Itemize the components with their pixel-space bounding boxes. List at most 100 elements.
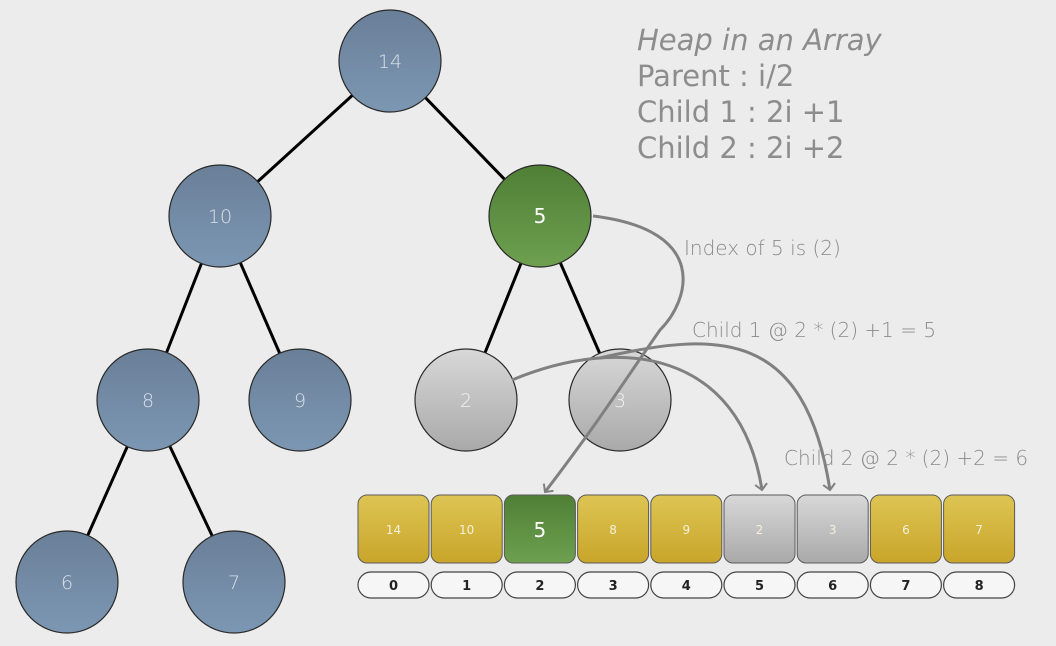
arrow-to-index-5 <box>511 355 768 492</box>
tree-node-label: 2 <box>460 390 472 412</box>
array-index-1: 1 <box>430 571 503 599</box>
array-cell-2: 5 <box>503 494 576 564</box>
tree-edge-n14-n10 <box>256 94 354 183</box>
tree-node-3: 3 <box>568 348 672 452</box>
tree-node-circle <box>96 348 200 452</box>
array-cell-value: 7 <box>975 523 983 537</box>
array-index-3: 3 <box>576 571 650 599</box>
heap-info-panel: Heap in an Array Parent : i/2 Child 1 : … <box>637 22 882 166</box>
array-cell-6: 3 <box>796 494 869 564</box>
tree-node-label: 10 <box>208 206 232 228</box>
tree-node-circle <box>182 530 286 634</box>
array-cell-4: 9 <box>650 494 723 564</box>
tree-node-label: 3 <box>614 390 626 412</box>
array-cell-value: 14 <box>386 523 401 537</box>
array-index-4: 4 <box>650 571 723 599</box>
array-cell-8: 7 <box>943 494 1016 564</box>
array-index-label: 5 <box>755 579 764 594</box>
tree-node-circle <box>248 348 352 452</box>
arrow-to-index-6 <box>599 342 836 492</box>
array-cell-5: 2 <box>723 494 796 564</box>
array-index-pill <box>723 571 796 599</box>
tree-node-label: 9 <box>294 390 306 412</box>
array-index-8: 8 <box>942 571 1016 599</box>
tree-node-circle <box>414 348 518 452</box>
tree-edges <box>86 94 602 537</box>
array-index-label: 6 <box>828 579 837 594</box>
tree-edge-n10-n9 <box>238 262 282 354</box>
tree-node-5: 5 <box>488 164 592 268</box>
tree-node-circle <box>168 164 272 268</box>
array-index-7: 7 <box>869 571 943 599</box>
index-arrows <box>511 214 836 494</box>
tree-edge-n5-n2 <box>483 262 523 354</box>
array-cell-1: 10 <box>430 494 503 564</box>
tree-node-circle <box>488 164 592 268</box>
array-cell-7: 6 <box>869 494 942 564</box>
tree-node-label: 6 <box>61 572 73 594</box>
info-title: Heap in an Array <box>637 23 882 57</box>
array-cell-box <box>430 494 503 564</box>
tree-node-label: 7 <box>228 572 240 594</box>
tree-node-circle <box>338 9 442 113</box>
tree-node-9: 9 <box>248 348 352 452</box>
array-index-label: 0 <box>389 579 398 594</box>
tree-node-14: 14 <box>338 9 442 113</box>
tree-edge-n14-n5 <box>424 96 506 181</box>
array-index-label: 4 <box>682 579 691 594</box>
array-cell-value: 3 <box>829 523 837 537</box>
tree-edge-n5-n3 <box>558 262 602 354</box>
tree-node-7: 7 <box>182 530 286 634</box>
arrow-to-index-2 <box>542 214 685 494</box>
array-index-label: 2 <box>535 579 544 594</box>
array-index-pill <box>576 571 650 599</box>
array-index-6: 6 <box>796 571 869 599</box>
tree-node-label: 8 <box>142 390 154 412</box>
array-cell-3: 8 <box>577 494 650 564</box>
child1-note: Child 1 @ 2 * (2) +1 = 5 <box>692 318 937 342</box>
array-index-pill <box>503 571 576 599</box>
array-cell-box <box>796 494 869 564</box>
array-cell-box <box>943 494 1016 564</box>
tree-node-6: 6 <box>15 530 119 634</box>
array-cell-box <box>869 494 942 564</box>
index-note: Index of 5 is (2) <box>684 236 841 260</box>
array-cell-value: 6 <box>902 523 910 537</box>
array-index-2: 2 <box>503 571 576 599</box>
info-child2-formula: Child 2 : 2i +2 <box>637 131 845 165</box>
array-index-pill <box>796 571 869 599</box>
array-cell-box <box>650 494 723 564</box>
array-index-5: 5 <box>723 571 796 599</box>
array-index-pill <box>650 571 723 599</box>
array-index-0: 0 <box>357 571 430 599</box>
tree-node-circle <box>15 530 119 634</box>
tree-edge-n8-n7 <box>168 445 214 537</box>
array-index-label: 3 <box>609 579 618 594</box>
array-cell-value: 10 <box>459 523 474 537</box>
array-cell-value: 9 <box>682 523 690 537</box>
tree-node-10: 10 <box>168 164 272 268</box>
array-index-label: 1 <box>462 579 471 594</box>
tree-node-8: 8 <box>96 348 200 452</box>
array-cell-box <box>357 494 430 564</box>
array-cell-value: 5 <box>534 518 547 542</box>
array-index-pill <box>869 571 943 599</box>
tree-edge-n10-n8 <box>165 262 203 354</box>
tree-edge-n8-n6 <box>86 445 129 537</box>
tree-node-label: 14 <box>378 51 402 73</box>
array-cell-box <box>723 494 796 564</box>
tree-node-2: 2 <box>414 348 518 452</box>
child2-note: Child 2 @ 2 * (2) +2 = 6 <box>784 446 1029 470</box>
info-child1-formula: Child 1 : 2i +1 <box>637 95 845 129</box>
array-index-pill <box>430 571 503 599</box>
array-index-pill <box>942 571 1016 599</box>
tree-node-label: 5 <box>534 204 547 228</box>
array-cell-box <box>577 494 650 564</box>
array-index-label: 7 <box>901 579 910 594</box>
info-parent-formula: Parent : i/2 <box>637 59 795 93</box>
heap-array: 14 10 5 8 9 2 3 6 7 0 1 2 3 4 5 6 7 8 <box>357 494 1016 599</box>
array-cell-value: 2 <box>756 523 764 537</box>
array-cell-value: 8 <box>609 523 617 537</box>
